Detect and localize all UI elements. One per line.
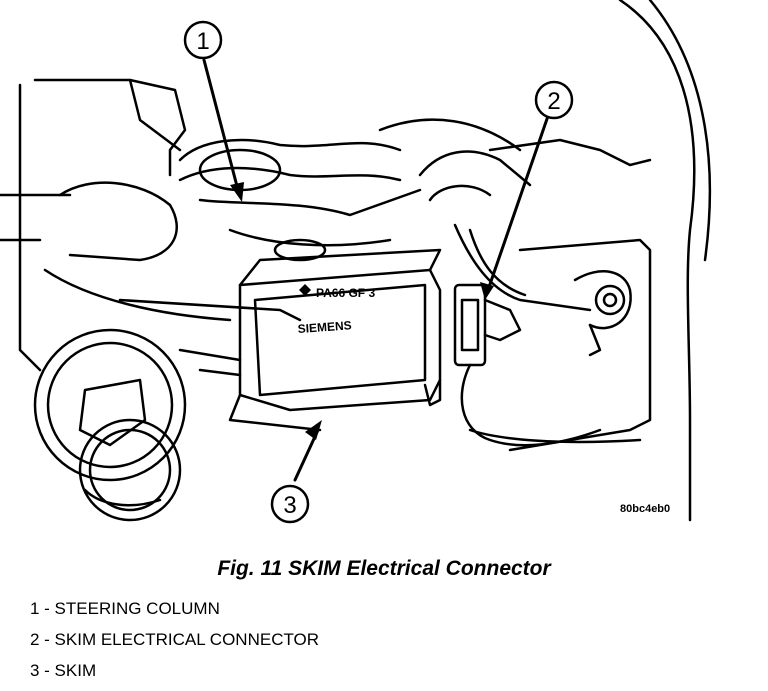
ignition-key xyxy=(33,328,187,522)
leader-arrowheads xyxy=(230,182,494,440)
callout-2-number: 2 xyxy=(547,88,560,115)
module-brand-text: SIEMENS xyxy=(297,318,352,336)
wiring-harness xyxy=(178,118,592,312)
column-housing xyxy=(468,0,712,522)
figure-caption: Fig. 11 SKIM Electrical Connector xyxy=(217,557,551,580)
legend-item: 2 - SKIM ELECTRICAL CONNECTOR xyxy=(30,630,320,649)
callout-3-number: 3 xyxy=(283,492,296,519)
callout-1: 1 xyxy=(183,20,223,60)
legend-item: 1 - STEERING COLUMN xyxy=(30,599,220,618)
legend-list: 1 - STEERING COLUMN 2 - SKIM ELECTRICAL … xyxy=(30,598,319,691)
skim-module xyxy=(178,248,442,432)
image-code: 80bc4eb0 xyxy=(620,503,670,515)
legend-item: 3 - SKIM xyxy=(30,661,97,680)
skim-connector-illustration: PA66 GF 3 SIEMENS 1 2 3 80bc4eb0 xyxy=(0,0,712,524)
steering-column xyxy=(0,78,302,372)
skim-electrical-connector xyxy=(453,283,602,447)
callout-2: 2 xyxy=(534,80,574,120)
leader-lines xyxy=(202,58,550,482)
module-part-code: PA66 GF 3 xyxy=(316,286,375,300)
callout-3: 3 xyxy=(270,484,310,524)
callout-1-number: 1 xyxy=(196,28,209,55)
module-stamp-logo-icon xyxy=(299,284,311,296)
